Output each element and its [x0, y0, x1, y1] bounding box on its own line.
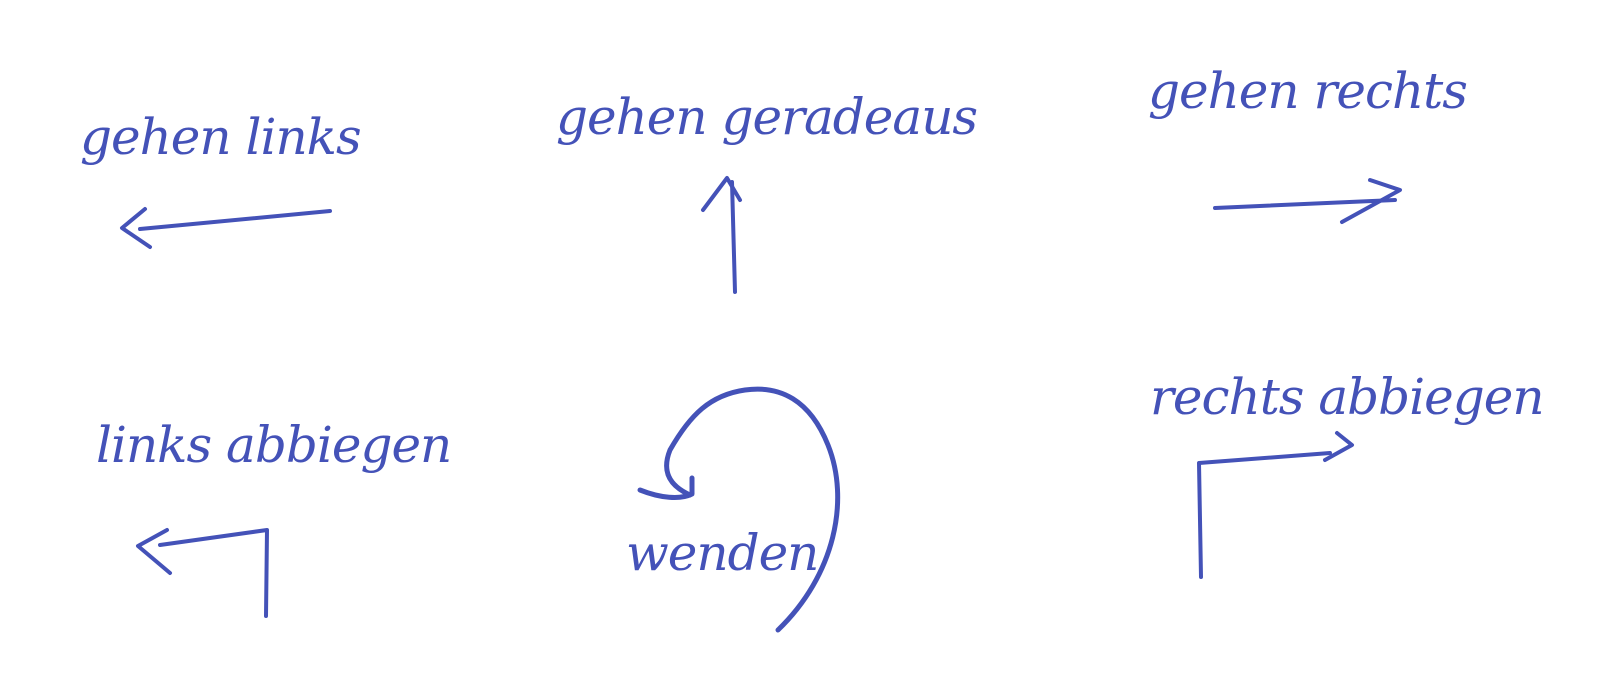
label-go-right: gehen rechts	[1148, 62, 1468, 120]
label-u-turn: wenden	[626, 524, 819, 582]
left-arrow-icon	[120, 207, 332, 249]
label-turn-right: rechts abbiegen	[1150, 368, 1545, 426]
right-arrow-icon	[1213, 178, 1402, 224]
turn-right-arrow-icon	[1197, 431, 1354, 579]
u-turn-arrow-icon	[637, 386, 841, 633]
label-go-straight: gehen geradeaus	[556, 88, 978, 146]
label-turn-left: links abbiegen	[96, 416, 452, 474]
turn-left-arrow-icon	[136, 528, 269, 618]
up-arrow-icon	[701, 176, 742, 294]
label-go-left: gehen links	[80, 108, 362, 166]
